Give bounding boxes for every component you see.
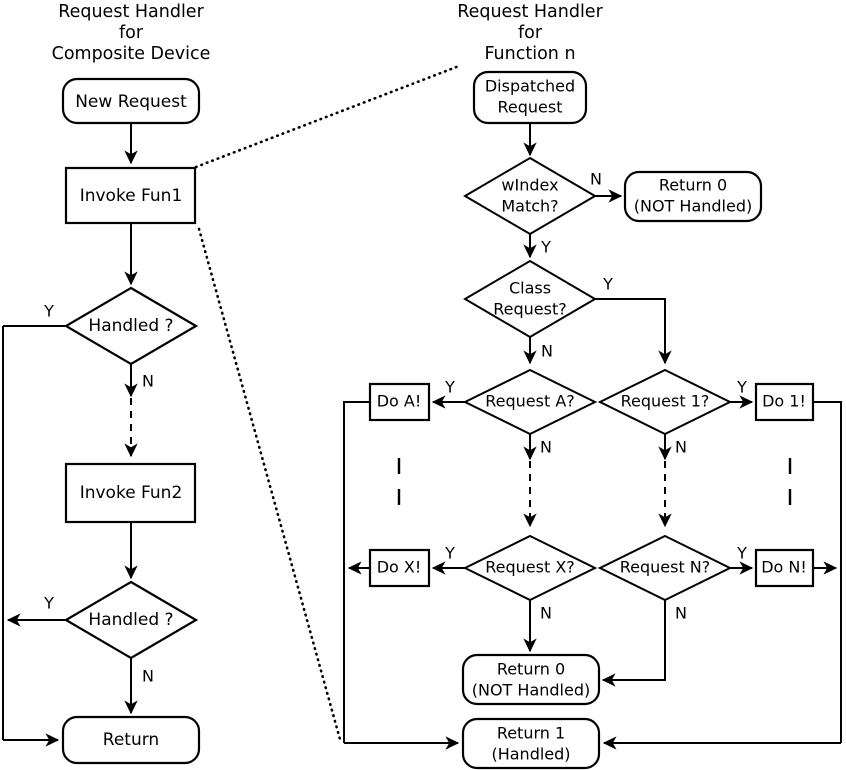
node-request-a-label: Request A? (485, 392, 575, 411)
panel-composite-title-line-3: Composite Device (52, 44, 211, 64)
branch-label-req1-yes: Y (736, 378, 747, 397)
node-do-a-label: Do A! (377, 392, 422, 411)
panel-composite-title-line-1: Request Handler (58, 2, 204, 22)
node-invoke-fun1[interactable] (64, 166, 197, 225)
node-do-a[interactable] (368, 382, 431, 422)
node-do-n-label: Do N! (761, 558, 807, 577)
branch-label-handled2-no: N (142, 667, 154, 686)
node-return1[interactable] (461, 717, 601, 770)
node-return0-top[interactable] (623, 170, 763, 223)
branch-label-handled1-yes: Y (43, 302, 54, 321)
node-return0-bottom-label-line-1: Return 0 (497, 660, 565, 679)
edge-request-n-no-to-return0-bottom (601, 600, 666, 687)
panel-function-n-title-line-3: Function n (484, 44, 575, 64)
node-return0-bottom-label-line-2: (NOT Handled) (472, 681, 590, 700)
node-handled-1-label: Handled ? (88, 316, 173, 336)
node-request-x-label: Request X? (485, 558, 575, 577)
callout-line-upper (194, 64, 461, 169)
edge-do-a-to-left-rail (343, 401, 370, 743)
branch-label-req1-no: N (675, 438, 687, 457)
node-windex-match-label-line-1: wIndex (501, 176, 558, 195)
branch-label-reqn-yes: Y (736, 544, 747, 563)
branch-label-class-yes: Y (602, 275, 613, 294)
panel-function-n: Request Handler for Function n Dispatche… (343, 2, 842, 770)
node-dispatched-request-label-line-2: Request (498, 98, 563, 117)
node-do-x-label: Do X! (377, 558, 422, 577)
node-return-label: Return (103, 730, 159, 750)
node-windex-match-label-line-2: Match? (501, 197, 558, 216)
node-new-request-label: New Request (75, 92, 187, 112)
node-invoke-fun2[interactable] (64, 462, 197, 524)
branch-label-reqa-no: N (540, 438, 552, 457)
node-return[interactable] (61, 715, 201, 765)
node-class-request-label-line-2: Request? (493, 300, 566, 319)
expansion-callout-lines (194, 64, 461, 745)
node-do-1-label: Do 1! (762, 392, 806, 411)
node-return1-label-line-2: (Handled) (491, 745, 570, 764)
node-class-request-label-line-1: Class (509, 279, 551, 298)
node-request-n-label: Request N? (620, 558, 711, 577)
branch-label-class-no: N (541, 342, 553, 361)
node-request-1-label: Request 1? (621, 392, 710, 411)
node-do-x[interactable] (368, 548, 431, 588)
node-handled-2-label: Handled ? (88, 610, 173, 630)
node-return0-bottom[interactable] (461, 653, 601, 706)
callout-line-lower (197, 227, 343, 745)
node-return1-label-line-1: Return 1 (497, 724, 565, 743)
panel-composite-title-line-2: for (119, 23, 144, 43)
branch-label-handled2-yes: Y (43, 594, 54, 613)
edge-do-1-to-right-rail (813, 401, 842, 743)
branch-label-handled1-no: N (142, 372, 154, 391)
node-dispatched-request-label-line-1: Dispatched (485, 77, 575, 96)
branch-label-reqa-yes: Y (444, 378, 455, 397)
branch-label-reqx-yes: Y (444, 544, 455, 563)
node-return0-top-label-line-1: Return 0 (659, 176, 727, 195)
panel-composite-device: Request Handler for Composite Device New… (2, 2, 211, 765)
panel-function-n-title-line-1: Request Handler (457, 2, 603, 22)
node-return0-top-label-line-2: (NOT Handled) (634, 197, 752, 216)
node-invoke-fun2-label: Invoke Fun2 (80, 483, 183, 503)
node-do-n[interactable] (754, 548, 815, 588)
panel-function-n-title-line-2: for (518, 23, 543, 43)
branch-label-windex-yes: Y (540, 238, 551, 257)
edge-class-yes-to-request-1 (595, 298, 672, 365)
branch-label-windex-no: N (590, 170, 602, 189)
branch-label-reqn-no: N (675, 604, 687, 623)
branch-label-reqx-no: N (540, 604, 552, 623)
node-invoke-fun1-label: Invoke Fun1 (80, 186, 183, 206)
